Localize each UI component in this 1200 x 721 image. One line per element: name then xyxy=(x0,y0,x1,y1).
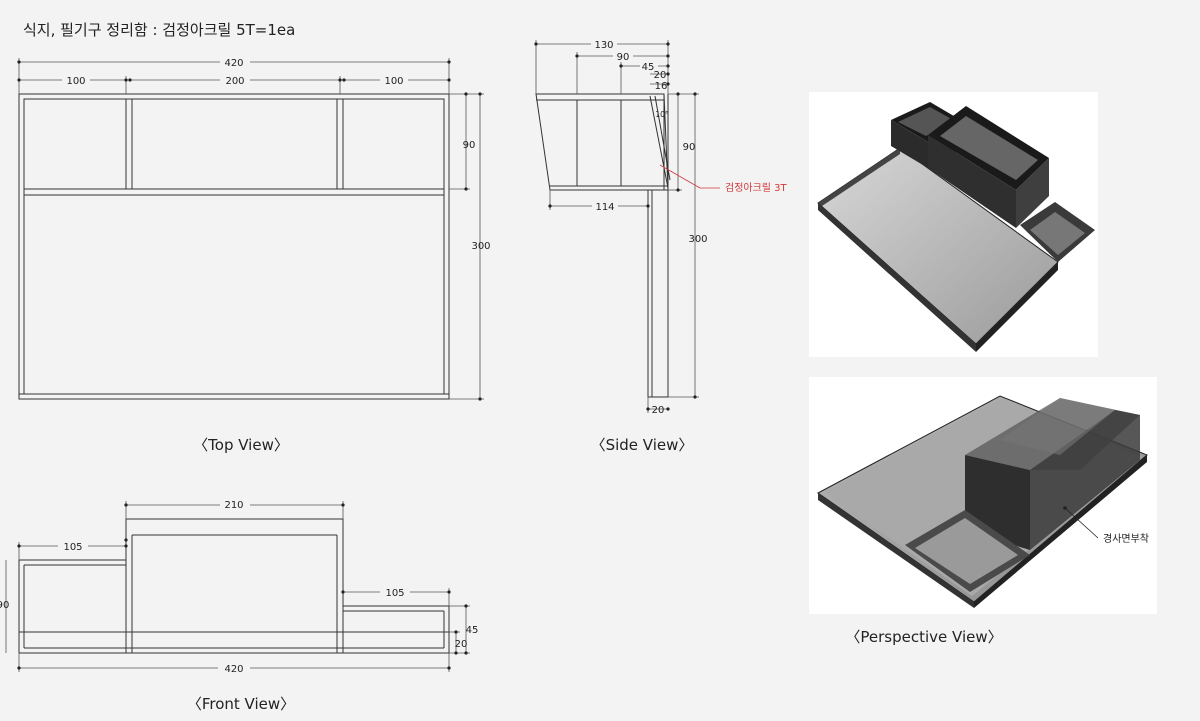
perspective-render-top xyxy=(809,92,1098,357)
dim-20-top: 20 xyxy=(654,70,667,81)
dim-total-width: 420 xyxy=(224,58,243,69)
dim-left-width: 100 xyxy=(66,76,85,87)
top-view-caption: 〈Top View〉 xyxy=(193,436,289,454)
dim-130: 130 xyxy=(594,40,613,51)
dim-16: 16 xyxy=(655,81,668,92)
dim-right-width: 100 xyxy=(384,76,403,87)
top-view-outline xyxy=(18,93,450,400)
side-view-caption: 〈Side View〉 xyxy=(591,436,694,454)
dim-90-top: 90 xyxy=(617,52,630,63)
front-view-caption: 〈Front View〉 xyxy=(187,695,295,713)
perspective-caption: 〈Perspective View〉 xyxy=(845,628,1002,646)
side-view xyxy=(534,40,720,413)
acrylic-note: 검정아크릴 3T xyxy=(725,181,788,194)
dim-upper-depth: 90 xyxy=(463,140,476,151)
dim-front-middle: 210 xyxy=(224,500,243,511)
top-view-dimensions: 420 100 200 100 90 300 xyxy=(62,56,491,252)
perspective-render-bottom: 경사면부착 xyxy=(809,377,1157,614)
dim-front-left-height: 90 xyxy=(0,600,9,611)
dim-middle-width: 200 xyxy=(225,76,244,87)
side-view-dimensions: 130 90 45 20 16 10° 90 114 300 20 검정아크릴 … xyxy=(591,38,788,416)
dim-114: 114 xyxy=(595,202,614,213)
dim-angle: 10° xyxy=(655,110,669,119)
dim-front-total: 420 xyxy=(224,664,243,675)
dim-front-right: 105 xyxy=(385,588,404,599)
slope-attach-note: 경사면부착 xyxy=(1103,532,1149,545)
dim-side-total: 300 xyxy=(688,234,707,245)
front-view xyxy=(5,501,470,672)
dim-front-right-height: 45 xyxy=(466,625,479,636)
dim-total-depth: 300 xyxy=(471,241,490,252)
dim-side-height: 90 xyxy=(683,142,696,153)
dim-front-base: 20 xyxy=(455,639,468,650)
dim-side-thickness: 20 xyxy=(652,405,665,416)
dim-45: 45 xyxy=(642,62,655,73)
page-title: 식지, 필기구 정리함 : 검정아크릴 5T=1ea xyxy=(23,21,296,39)
dim-front-left: 105 xyxy=(63,542,82,553)
front-view-dimensions: 210 105 105 420 90 45 20 xyxy=(0,498,478,675)
side-view-profile xyxy=(535,93,669,191)
top-view xyxy=(17,58,484,401)
